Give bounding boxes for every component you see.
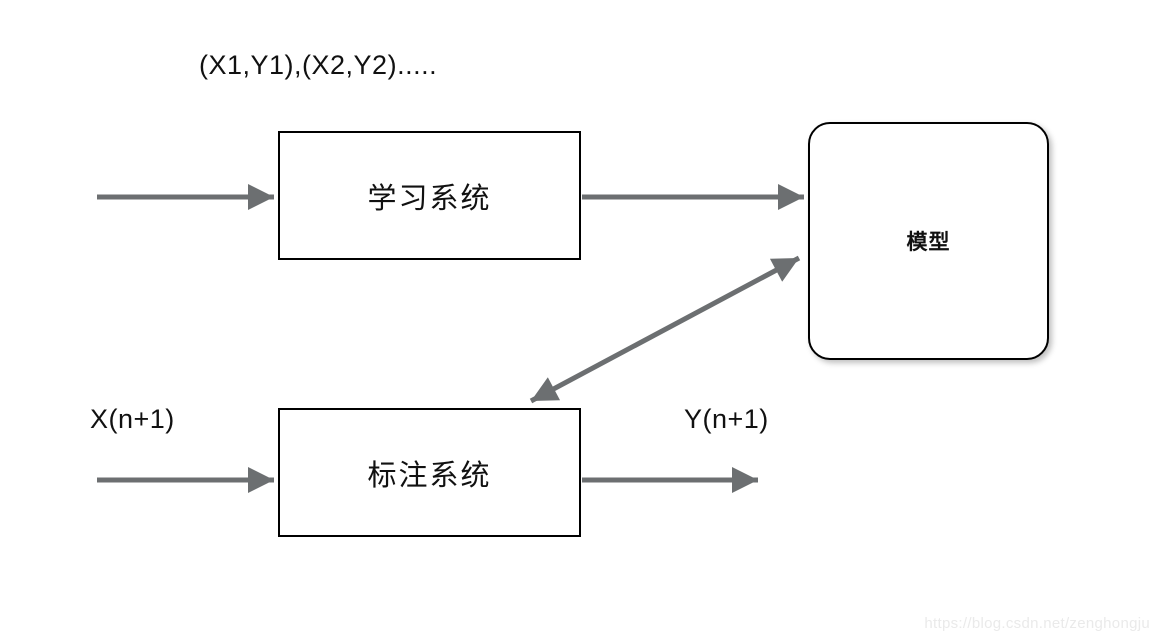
annotation-system-box: 标注系统	[278, 408, 581, 537]
arrow-model-annotation-bidirectional	[529, 255, 801, 404]
annotation-system-label: 标注系统	[367, 459, 492, 492]
learning-system-label: 学习系统	[367, 182, 492, 215]
learning-system-box: 学习系统	[278, 131, 581, 260]
watermark-url: https://blog.csdn.net/zenghongju	[924, 615, 1150, 632]
y-output-label: Y(n+1)	[684, 404, 769, 434]
x-input-label: X(n+1)	[90, 404, 175, 434]
model-label: 模型	[906, 231, 951, 254]
model-box: 模型	[808, 122, 1049, 360]
training-data-label: (X1,Y1),(X2,Y2).....	[199, 50, 438, 80]
